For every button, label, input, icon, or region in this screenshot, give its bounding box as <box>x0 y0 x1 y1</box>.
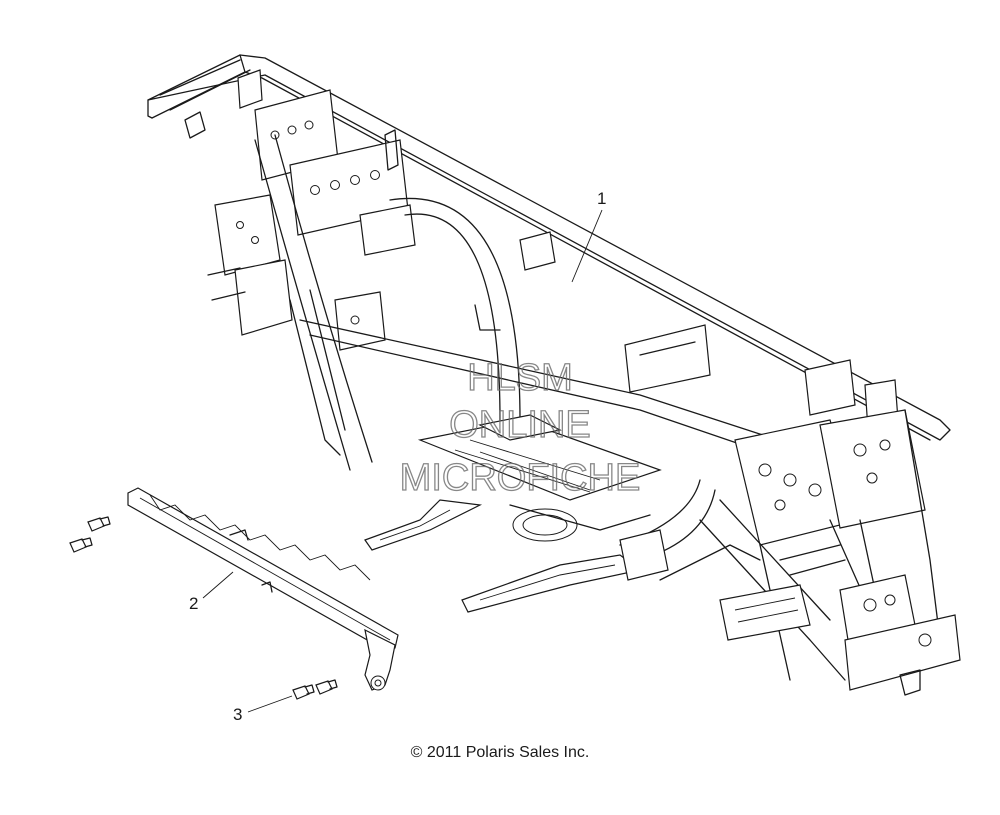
bolts-part-3 <box>69 516 338 700</box>
watermark: HLSM ONLINE MICROFICHE <box>399 356 641 499</box>
callout-1: 1 <box>571 189 606 283</box>
watermark-line-1: HLSM <box>467 357 573 399</box>
callout-2: 2 <box>189 571 234 613</box>
main-frame-part-1 <box>147 54 961 696</box>
watermark-line-3: MICROFICHE <box>400 457 641 499</box>
callout-label-1: 1 <box>597 189 606 208</box>
callout-label-3: 3 <box>233 705 242 724</box>
watermark-line-2: ONLINE <box>449 404 590 446</box>
skid-rail-part-2 <box>127 487 399 691</box>
callout-label-2: 2 <box>189 594 198 613</box>
copyright-text: © 2011 Polaris Sales Inc. <box>410 744 590 761</box>
callout-3: 3 <box>233 695 293 724</box>
